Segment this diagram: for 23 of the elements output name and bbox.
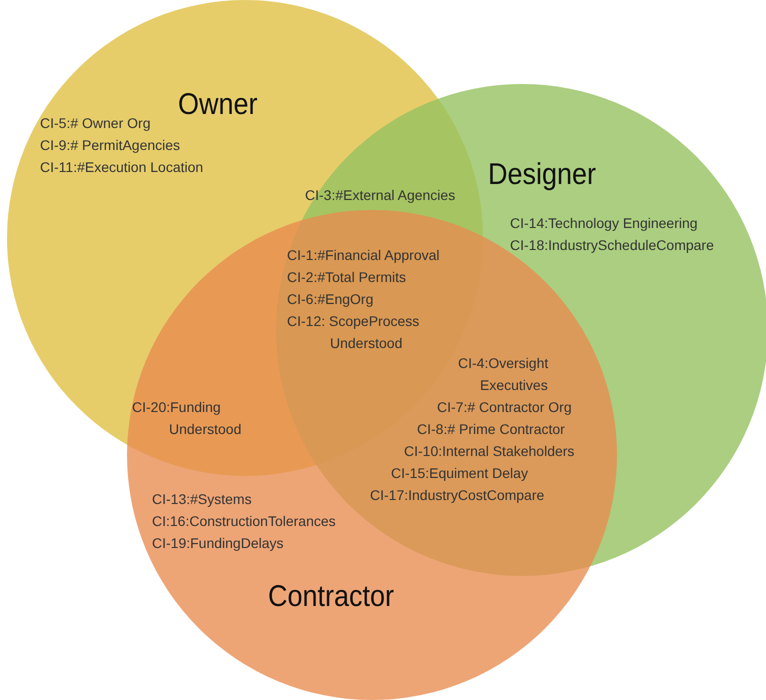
item-label: CI-20:Funding Understood: [132, 398, 242, 439]
item-label: CI-10:Internal Stakeholders: [404, 442, 574, 461]
item-label: CI-8:# Prime Contractor: [417, 420, 565, 439]
item-label: CI-11:#Execution Location: [40, 158, 204, 177]
item-label: CI-3:#External Agencies: [305, 186, 456, 205]
circle-heading: Contractor: [268, 580, 394, 614]
item-label: CI-15:Equiment Delay: [391, 464, 528, 483]
item-label: CI-12: ScopeProcess Understood: [287, 312, 420, 353]
item-label: CI-2:#Total Permits: [287, 268, 406, 287]
item-label: CI-7:# Contractor Org: [437, 398, 572, 417]
item-label: CI-1:#Financial Approval: [287, 246, 440, 265]
item-label: CI-18:IndustryScheduleCompare: [510, 236, 714, 255]
circle-heading: Designer: [488, 158, 596, 192]
item-label: CI-6:#EngOrg: [287, 290, 374, 309]
item-label: CI-19:FundingDelays: [152, 534, 284, 553]
item-label: CI-14:Technology Engineering: [510, 214, 698, 233]
item-label: CI-17:IndustryCostCompare: [370, 486, 544, 505]
item-label: CI-9:# PermitAgencies: [40, 136, 180, 155]
item-label: CI-4:Oversight Executives: [458, 354, 550, 395]
item-label: CI-5:# Owner Org: [40, 114, 150, 133]
circle-heading: Owner: [178, 88, 258, 122]
item-label: CI-13:#Systems: [152, 490, 252, 509]
item-label: CI:16:ConstructionTolerances: [152, 512, 336, 531]
